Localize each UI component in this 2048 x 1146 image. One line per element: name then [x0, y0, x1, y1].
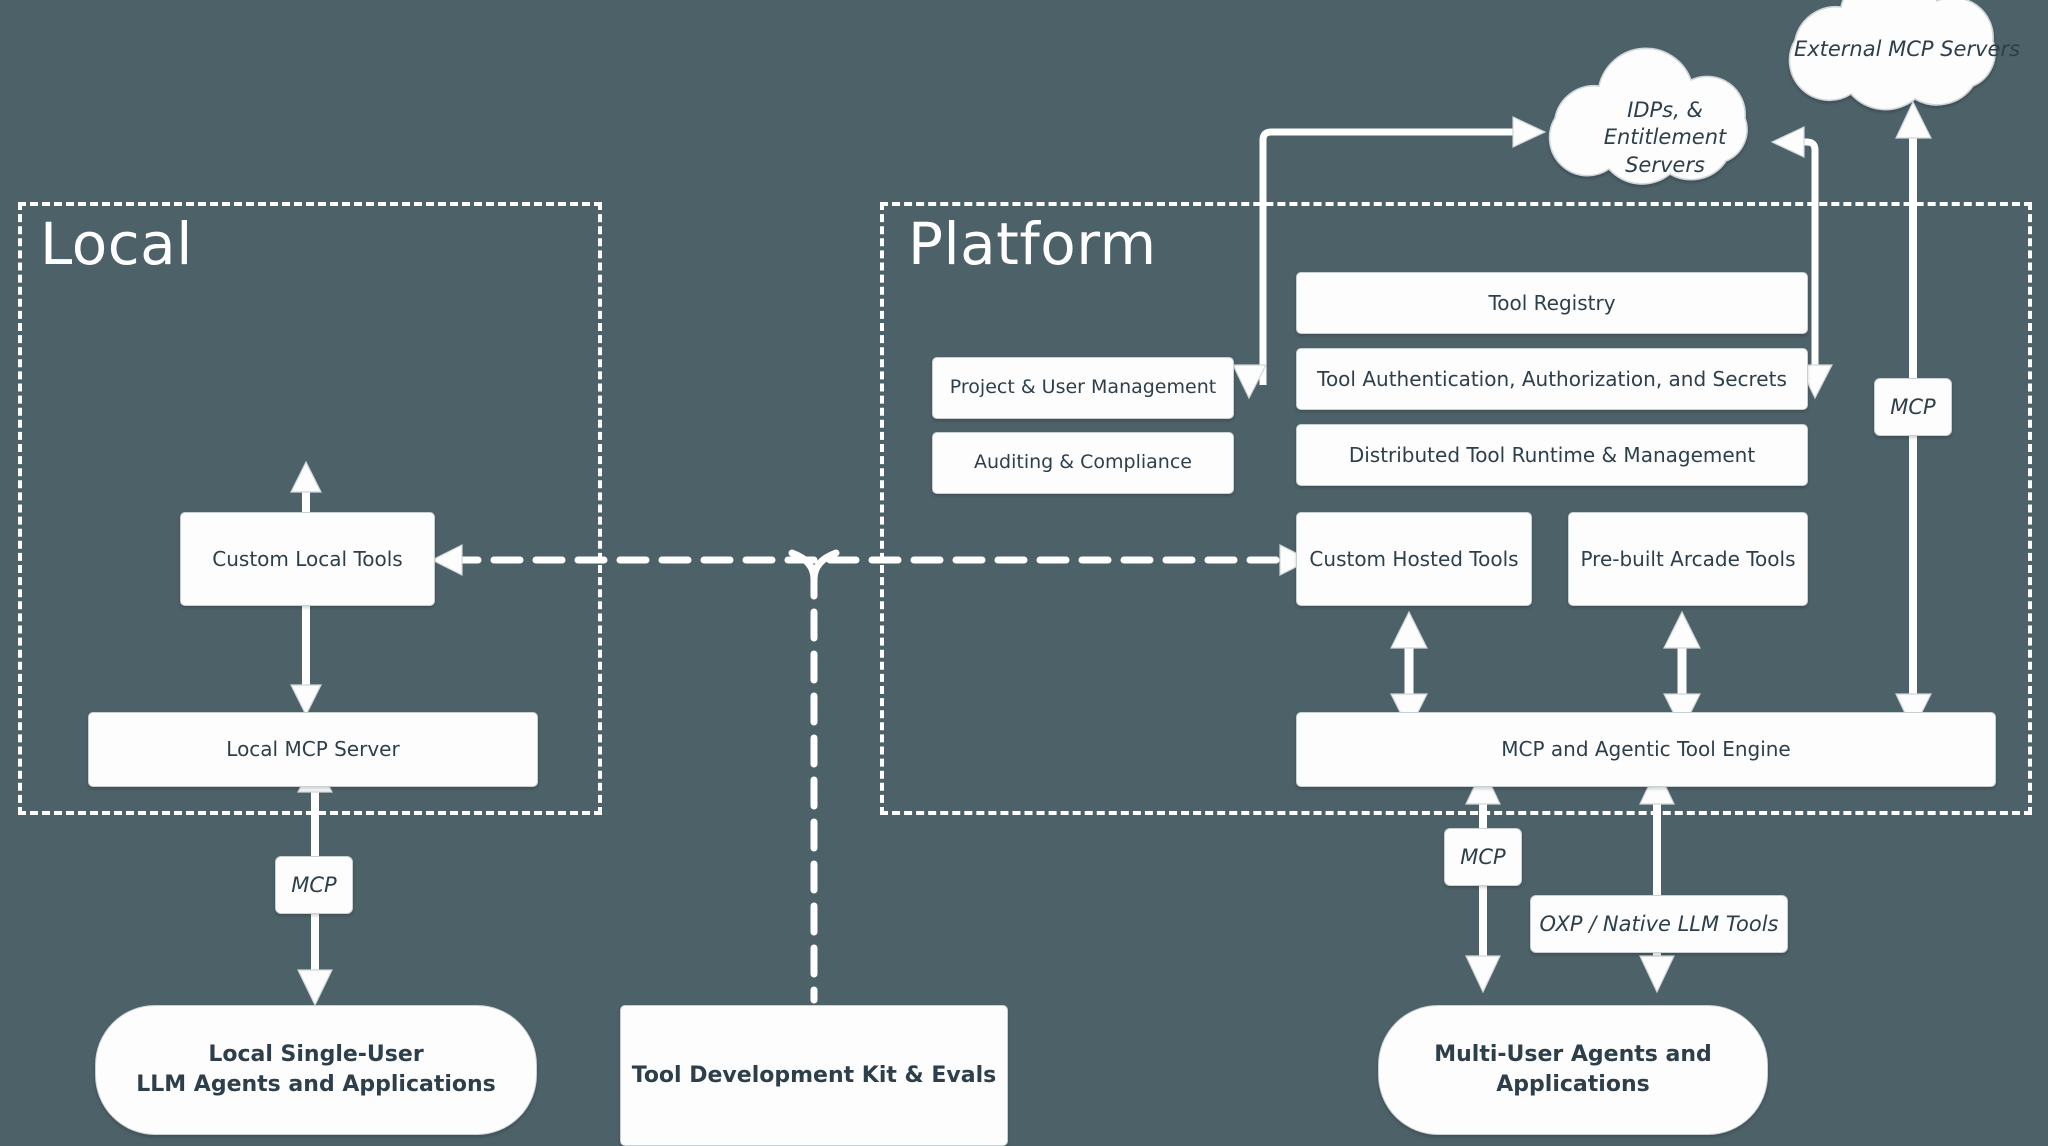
node-custom-local-tools[interactable]: Custom Local Tools: [180, 512, 435, 606]
cloud-label-external-mcp-servers: External MCP Servers: [1793, 37, 2021, 62]
node-tool-registry[interactable]: Tool Registry: [1296, 272, 1808, 334]
zone-platform: [880, 202, 2032, 815]
cloud-label-idps-entitlement-servers: IDPs, & Entitlement Servers: [1603, 98, 1727, 177]
zone-local: [18, 202, 602, 815]
node-project-user-management[interactable]: Project & User Management: [932, 357, 1234, 419]
zone-local-title: Local: [40, 210, 193, 278]
node-custom-hosted-tools[interactable]: Custom Hosted Tools: [1296, 512, 1532, 606]
node-distributed-tool-runtime[interactable]: Distributed Tool Runtime & Management: [1296, 424, 1808, 486]
node-local-single-user-agents[interactable]: Local Single-User LLM Agents and Applica…: [95, 1005, 537, 1135]
tag-mcp-external: MCP: [1874, 378, 1952, 436]
cloud-external-mcp-servers: [1788, 0, 1996, 111]
cloud-idps-entitlement-servers: [1548, 47, 1748, 185]
node-prebuilt-arcade-tools[interactable]: Pre-built Arcade Tools: [1568, 512, 1808, 606]
node-multi-user-agents-label: Multi-User Agents and Applications: [1434, 1042, 1712, 1097]
node-mcp-agentic-tool-engine[interactable]: MCP and Agentic Tool Engine: [1296, 712, 1996, 787]
node-tool-authentication[interactable]: Tool Authentication, Authorization, and …: [1296, 348, 1808, 410]
node-tool-development-kit[interactable]: Tool Development Kit & Evals: [620, 1005, 1008, 1146]
node-local-mcp-server[interactable]: Local MCP Server: [88, 712, 538, 787]
node-tool-development-kit-label: Tool Development Kit & Evals: [631, 1062, 997, 1088]
node-multi-user-agents[interactable]: Multi-User Agents and Applications: [1378, 1005, 1768, 1135]
tag-mcp-local: MCP: [275, 856, 353, 914]
zone-platform-title: Platform: [908, 210, 1157, 278]
tag-mcp-platform: MCP: [1444, 828, 1522, 886]
node-auditing-compliance[interactable]: Auditing & Compliance: [932, 432, 1234, 494]
node-local-single-user-agents-label: Local Single-User LLM Agents and Applica…: [136, 1042, 496, 1097]
tag-oxp-native-llm-tools: OXP / Native LLM Tools: [1530, 895, 1788, 953]
